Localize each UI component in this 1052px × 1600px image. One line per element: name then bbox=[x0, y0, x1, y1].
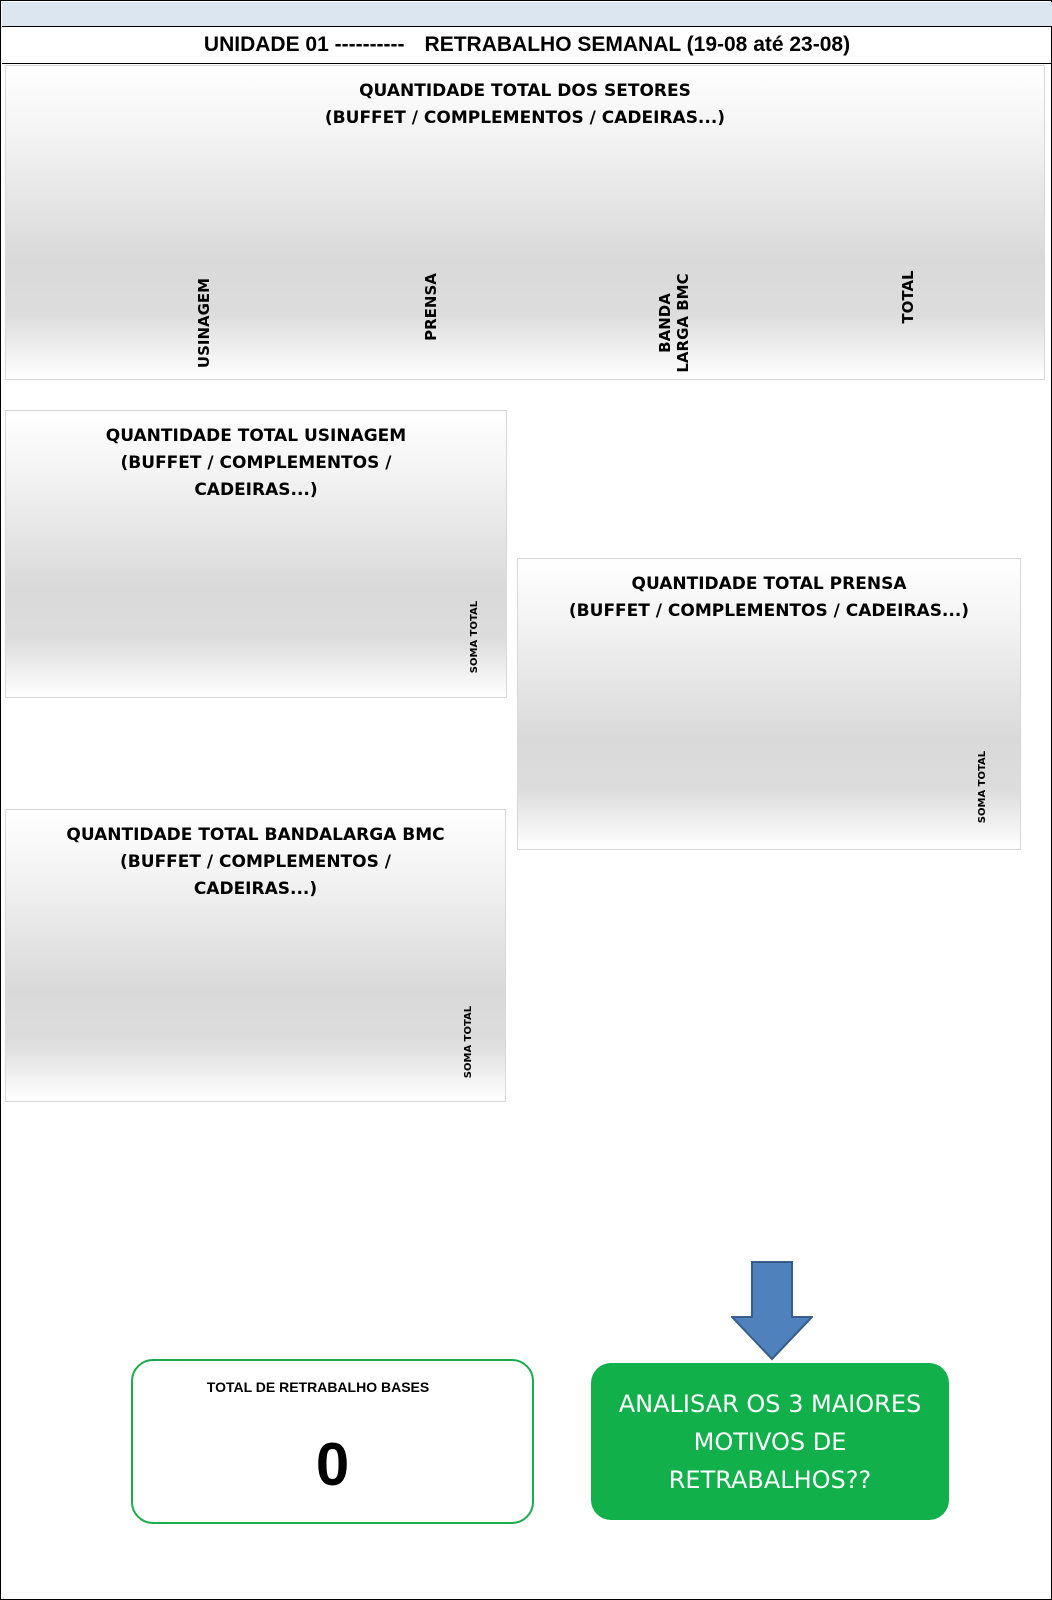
analisar-motivos-box[interactable]: ANALISAR OS 3 MAIORES MOTIVOS DE RETRABA… bbox=[591, 1363, 949, 1520]
page-title: UNIDADE 01 ---------- RETRABALHO SEMANAL… bbox=[2, 27, 1052, 64]
category-label-total: TOTAL bbox=[899, 270, 917, 324]
chart-setores[interactable]: QUANTIDADE TOTAL DOS SETORES (BUFFET / C… bbox=[5, 65, 1045, 380]
category-label-banda-larga-bmc: BANDA LARGA BMC bbox=[656, 268, 692, 378]
arrow-down-icon bbox=[731, 1261, 813, 1361]
category-label-soma-total: SOMA TOTAL bbox=[463, 1005, 474, 1079]
chart-usinagem[interactable]: QUANTIDADE TOTAL USINAGEM (BUFFET / COMP… bbox=[5, 410, 507, 698]
chart-title-line: QUANTIDADE TOTAL PRENSA bbox=[631, 574, 907, 594]
chart-title-line: CADEIRAS...) bbox=[194, 480, 318, 500]
chart-title-line: (BUFFET / COMPLEMENTOS / CADEIRAS...) bbox=[568, 601, 970, 621]
chart-title-line: (BUFFET / COMPLEMENTOS / bbox=[120, 453, 392, 473]
category-label-line: BANDA bbox=[656, 293, 674, 353]
category-label-usinagem: USINAGEM bbox=[195, 277, 213, 369]
total-retrabalho-box: TOTAL DE RETRABALHO BASES 0 bbox=[131, 1359, 534, 1524]
total-retrabalho-label: TOTAL DE RETRABALHO BASES bbox=[206, 1379, 430, 1395]
chart-title: QUANTIDADE TOTAL DOS SETORES (BUFFET / C… bbox=[6, 78, 1044, 132]
chart-title-line: CADEIRAS...) bbox=[193, 879, 318, 899]
category-label-soma-total: SOMA TOTAL bbox=[977, 750, 988, 824]
chart-title: QUANTIDADE TOTAL PRENSA (BUFFET / COMPLE… bbox=[518, 571, 1020, 625]
chart-title-line: QUANTIDADE TOTAL DOS SETORES bbox=[359, 81, 691, 101]
unit-label: UNIDADE 01 ---------- bbox=[203, 33, 405, 56]
chart-title: QUANTIDADE TOTAL BANDALARGA BMC (BUFFET … bbox=[6, 822, 505, 903]
category-label-prensa: PRENSA bbox=[422, 273, 440, 341]
chart-title: QUANTIDADE TOTAL USINAGEM (BUFFET / COMP… bbox=[6, 423, 506, 504]
total-retrabalho-value: 0 bbox=[315, 1431, 350, 1498]
analisar-motivos-text: ANALISAR OS 3 MAIORES MOTIVOS DE RETRABA… bbox=[618, 1389, 922, 1494]
category-label-line: LARGA BMC bbox=[674, 273, 692, 373]
category-label-soma-total: SOMA TOTAL bbox=[469, 600, 480, 674]
report-title: RETRABALHO SEMANAL (19-08 até 23-08) bbox=[424, 33, 851, 56]
chart-bandalarga-bmc[interactable]: QUANTIDADE TOTAL BANDALARGA BMC (BUFFET … bbox=[5, 809, 506, 1102]
chart-title-line: (BUFFET / COMPLEMENTOS / bbox=[120, 852, 391, 872]
top-strip bbox=[2, 2, 1052, 27]
chart-title-line: QUANTIDADE TOTAL USINAGEM bbox=[105, 426, 407, 446]
chart-title-line: QUANTIDADE TOTAL BANDALARGA BMC bbox=[66, 825, 445, 845]
chart-prensa[interactable]: QUANTIDADE TOTAL PRENSA (BUFFET / COMPLE… bbox=[517, 558, 1021, 850]
chart-title-line: (BUFFET / COMPLEMENTOS / CADEIRAS...) bbox=[324, 108, 726, 128]
